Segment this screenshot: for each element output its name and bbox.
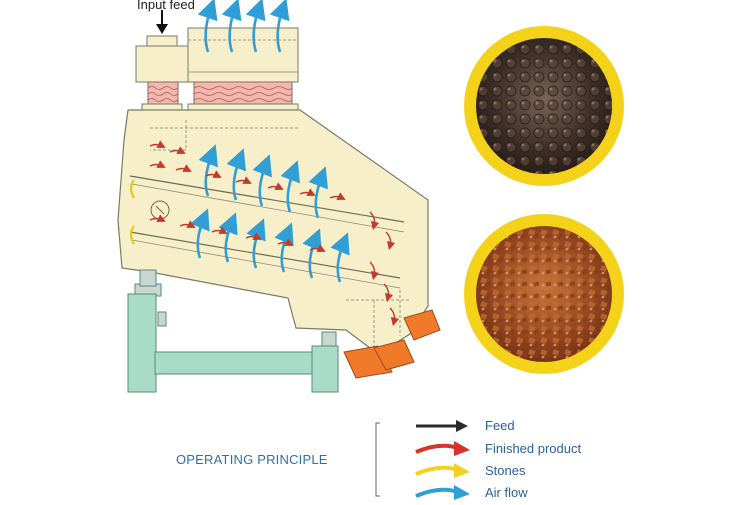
legend-label-stones: Stones	[485, 463, 526, 478]
stones-arrows	[129, 179, 135, 245]
legend-label-air-flow: Air flow	[485, 485, 528, 500]
air-flow-arrows	[190, 0, 350, 283]
machine-frame	[127, 269, 339, 393]
input-feed-arrow	[156, 10, 168, 34]
sample-top	[464, 26, 624, 186]
discharge-chutes	[343, 309, 441, 379]
legend-feed-arrow	[416, 420, 468, 432]
bellows	[147, 81, 293, 105]
legend-air-flow-arrow	[415, 485, 470, 500]
legend-stones-arrow	[415, 463, 470, 478]
legend-label-finished-product: Finished product	[485, 441, 582, 456]
machine-housing	[117, 109, 429, 355]
legend	[375, 420, 470, 500]
feed-hopper	[135, 45, 189, 83]
machine	[117, 0, 441, 393]
input-feed-label: Input feed	[137, 0, 195, 12]
sample-bottom	[464, 214, 624, 374]
legend-finished-product-arrow	[415, 441, 470, 456]
finished-product-arrows	[149, 140, 400, 327]
legend-bracket	[375, 422, 380, 497]
legend-label-feed: Feed	[485, 418, 515, 433]
diagram-title: OPERATING PRINCIPLE	[176, 452, 328, 467]
